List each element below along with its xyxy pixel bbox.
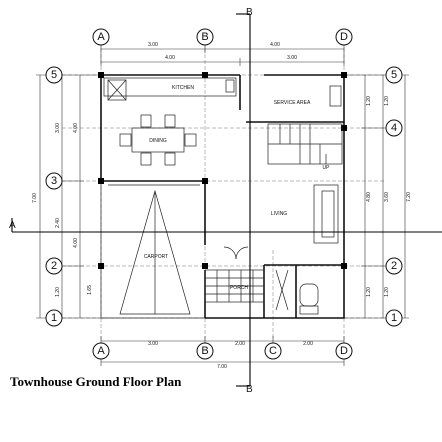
grid-bubbles-left: 5 3 2 1 bbox=[45, 66, 63, 327]
dim-bottom-3: 2.00 bbox=[303, 341, 313, 347]
dim-top-outer-1: 3.00 bbox=[148, 42, 158, 48]
room-label-kitchen: KITCHEN bbox=[172, 85, 194, 91]
section-label-a: A bbox=[9, 220, 16, 231]
dim-top-outer-2: 4.00 bbox=[270, 42, 280, 48]
stair-label-up: UP bbox=[323, 165, 331, 171]
plan-caption: Townhouse Ground Floor Plan bbox=[10, 374, 182, 389]
living-sofa bbox=[313, 184, 339, 244]
kitchen-counter bbox=[103, 77, 237, 101]
grid-bubble-4-right: 4 bbox=[391, 122, 397, 134]
grid-bubble-d-top: D bbox=[340, 31, 348, 43]
room-label-living: LIVING bbox=[271, 211, 288, 217]
dim-left-a: 3.00 bbox=[55, 123, 61, 133]
dim-left-b: 2.40 bbox=[55, 218, 61, 228]
grid-bubble-a-bottom: A bbox=[97, 345, 105, 357]
service-fixture bbox=[329, 85, 342, 107]
grid-bubble-1-right: 1 bbox=[391, 312, 397, 324]
grid-bubble-d-bottom: D bbox=[340, 345, 348, 357]
top-dimensions: 3.00 4.00 4.00 3.00 bbox=[100, 42, 345, 66]
dim-bottom-total: 7.00 bbox=[217, 364, 227, 370]
walls bbox=[100, 74, 345, 319]
grid-bubble-5-right: 5 bbox=[391, 69, 397, 81]
dim-right-b: 1.20 bbox=[384, 96, 390, 106]
dim-right-c: 4.80 bbox=[366, 192, 372, 202]
dim-top-inner-1: 4.00 bbox=[165, 55, 175, 61]
dim-right-f: 1.20 bbox=[384, 287, 390, 297]
room-label-porch: PORCH bbox=[230, 285, 248, 291]
section-label-b-bottom: B bbox=[246, 384, 253, 395]
grid-bubble-2-right: 2 bbox=[391, 260, 397, 272]
dim-right-total: 7.20 bbox=[406, 192, 412, 202]
dim-left-c: 1.20 bbox=[55, 287, 61, 297]
dim-right-e: 1.20 bbox=[366, 287, 372, 297]
section-label-b-top: B bbox=[246, 7, 253, 18]
dim-left-e: 1.65 bbox=[87, 285, 93, 295]
left-dimensions: 7.00 3.00 2.40 1.20 4.00 4.00 1.65 bbox=[32, 74, 104, 319]
dim-left-d2: 4.00 bbox=[73, 238, 79, 248]
right-dimensions: 1.20 1.20 4.80 3.60 1.20 1.20 7.20 bbox=[342, 74, 412, 319]
grid-bubble-3-left: 3 bbox=[51, 175, 57, 187]
grid-bubble-b-bottom: B bbox=[201, 345, 208, 357]
room-label-dining: DINING bbox=[149, 138, 167, 144]
dim-bottom-2: 2.00 bbox=[235, 341, 245, 347]
carport-area bbox=[108, 184, 200, 315]
porch-area bbox=[204, 246, 319, 315]
grid-bubble-b-top: B bbox=[201, 31, 208, 43]
dim-bottom-1: 3.00 bbox=[148, 341, 158, 347]
room-label-carport: CARPORT bbox=[144, 254, 168, 260]
dim-left-total: 7.00 bbox=[32, 193, 38, 203]
staircase bbox=[267, 123, 343, 165]
bottom-dimensions: 3.00 2.00 2.00 7.00 bbox=[100, 336, 345, 370]
dim-right-d: 3.60 bbox=[384, 192, 390, 202]
grid-bubble-2-left: 2 bbox=[51, 260, 57, 272]
dim-right-a: 1.20 bbox=[366, 96, 372, 106]
section-cuts bbox=[11, 13, 442, 387]
dining-table bbox=[119, 114, 197, 166]
grid-bubbles-bottom: A B C D bbox=[92, 342, 353, 360]
grid-bubbles-right: 5 4 2 1 bbox=[385, 66, 403, 327]
grid-lines bbox=[62, 48, 384, 340]
dim-left-d: 4.00 bbox=[73, 123, 79, 133]
grid-bubbles-top: A B D bbox=[92, 28, 353, 46]
grid-bubble-c-bottom: C bbox=[269, 345, 277, 357]
grid-bubble-5-left: 5 bbox=[51, 69, 57, 81]
grid-bubble-a-top: A bbox=[97, 31, 105, 43]
columns bbox=[98, 72, 347, 269]
room-label-service-area: SERVICE AREA bbox=[274, 100, 311, 106]
dim-top-inner-2: 3.00 bbox=[287, 55, 297, 61]
grid-bubble-1-left: 1 bbox=[51, 312, 57, 324]
